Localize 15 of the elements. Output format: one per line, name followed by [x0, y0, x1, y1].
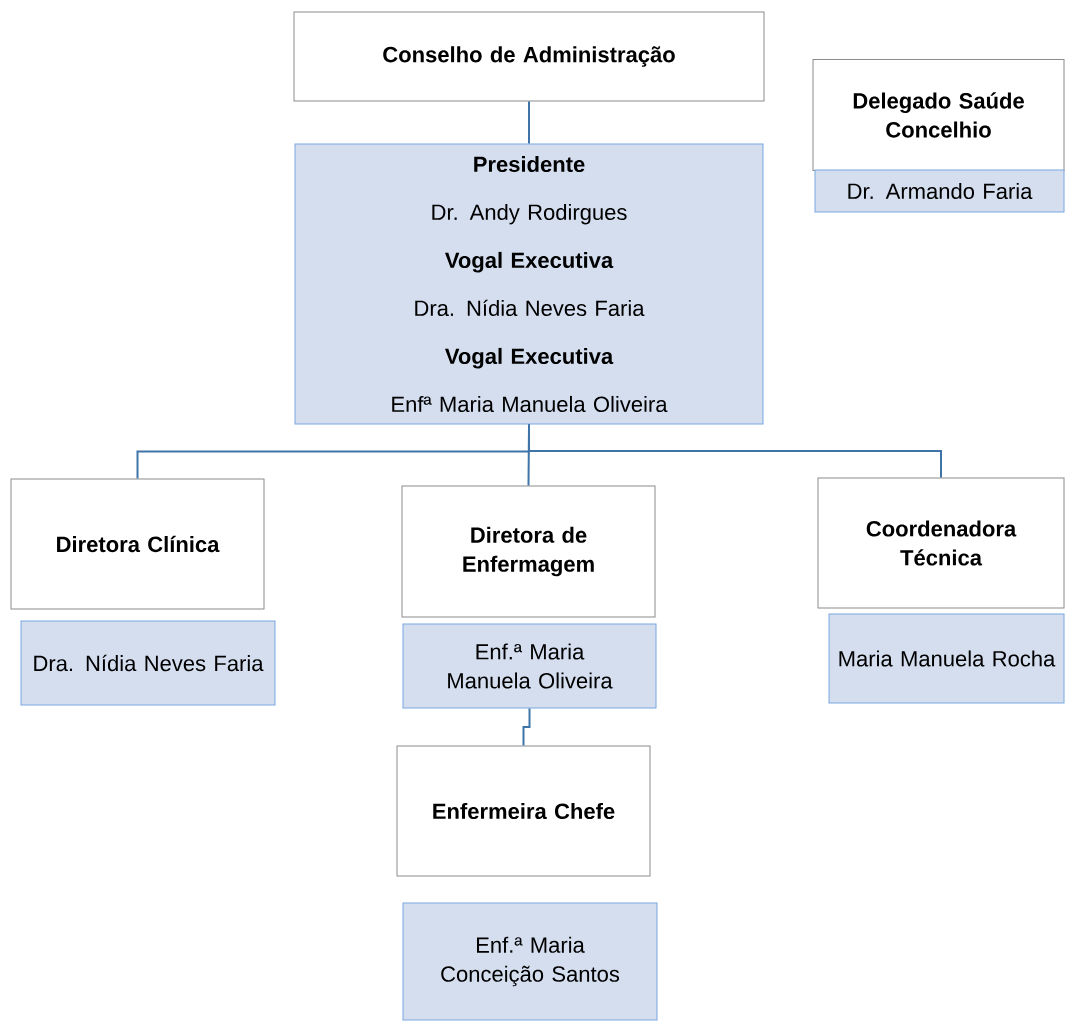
role-box: Delegado Saúde Concelhio: [812, 59, 1065, 171]
name-box: Enf.ª Maria Manuela Oliveira: [402, 623, 657, 709]
name-box: Enf.ª Maria Conceição Santos: [402, 902, 658, 1021]
role-box: Enfermeira Chefe: [396, 745, 651, 877]
name-box: Maria Manuela Rocha: [828, 613, 1065, 704]
role-box: Diretora de Enfermagem: [401, 485, 656, 618]
role-box: Conselho de Administração: [293, 11, 765, 102]
connector-line: [522, 707, 531, 747]
connector-line: [528, 423, 942, 479]
board-members-box: Presidente Dr. Andy Rodirgues Vogal Executiva Dra. Nídia Neves Faria Vogal Executiva Enfª Maria Manuela Oliveira: [294, 143, 764, 425]
role-box: Coordenadora Técnica: [817, 477, 1065, 609]
connector-line: [528, 100, 530, 145]
name-box: Dr. Armando Faria: [814, 169, 1065, 213]
role-box: Diretora Clínica: [10, 478, 265, 610]
name-box: Dra. Nídia Neves Faria: [20, 620, 276, 706]
